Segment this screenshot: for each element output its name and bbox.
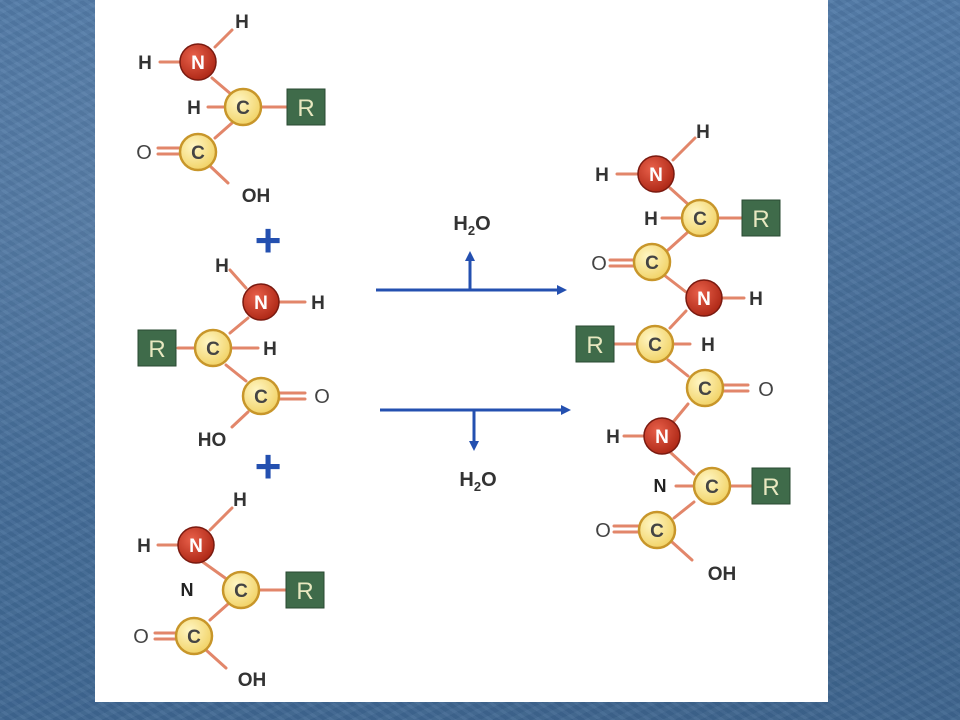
amino-acid-3: H H N N C R C O OH — [133, 490, 325, 691]
carbon-atom — [685, 368, 725, 408]
nitrogen-label: N — [181, 580, 194, 600]
hydrogen-label: H — [311, 293, 325, 314]
hydroxyl-label: HO — [198, 430, 227, 451]
hydrogen-label: H — [696, 122, 710, 143]
hydrogen-label: H — [749, 289, 763, 310]
hydrogen-label: H — [137, 536, 151, 557]
r-group-box — [286, 88, 326, 126]
hydrogen-label: H — [187, 98, 201, 119]
carbon-label: C — [645, 253, 659, 274]
hydrogen-label: H — [138, 53, 152, 74]
nitrogen-label: N — [191, 53, 205, 74]
r-group-label: R — [752, 206, 769, 233]
reaction-arrow-top: H2O — [376, 213, 567, 295]
r-group-label: R — [762, 474, 779, 501]
carbon-atom — [221, 570, 261, 610]
nitrogen-label: N — [254, 293, 268, 314]
nitrogen-atom — [643, 417, 681, 455]
amino-acid-2: H N H R C H C O HO — [137, 256, 330, 451]
nitrogen-atom — [637, 155, 675, 193]
nitrogen-atom — [242, 283, 280, 321]
carbon-atom — [178, 132, 218, 172]
r-group-label: R — [297, 95, 314, 122]
carbon-atom — [680, 198, 720, 238]
r-group-label: R — [148, 336, 165, 363]
hydrogen-label: H — [263, 339, 277, 360]
carbon-atom — [637, 510, 677, 550]
carbon-label: C — [648, 335, 662, 356]
hydroxyl-label: OH — [242, 186, 271, 207]
reaction-arrow-bottom: H2O — [380, 405, 571, 494]
hydroxyl-label: OH — [238, 670, 267, 691]
hydrogen-label: H — [233, 490, 247, 511]
carbon-label: C — [236, 98, 250, 119]
nitrogen-atom — [179, 43, 217, 81]
carbon-atom — [223, 87, 263, 127]
oxygen-label: O — [595, 520, 611, 542]
carbon-label: C — [693, 209, 707, 230]
carbon-atom — [692, 466, 732, 506]
hydrogen-label: H — [215, 256, 229, 277]
oxygen-label: O — [133, 626, 149, 648]
r-group-label: R — [586, 332, 603, 359]
nitrogen-label: N — [654, 476, 667, 496]
nitrogen-label: N — [189, 536, 203, 557]
hydrogen-label: H — [644, 209, 658, 230]
carbon-label: C — [187, 627, 201, 648]
carbon-atom — [635, 324, 675, 364]
plus-sign: + — [255, 214, 282, 266]
nitrogen-atom — [685, 279, 723, 317]
r-group-box — [285, 571, 325, 609]
oxygen-label: O — [591, 253, 607, 275]
nitrogen-label: N — [649, 165, 663, 186]
r-group-box — [751, 467, 791, 505]
carbon-label: C — [254, 387, 268, 408]
hydrogen-label: H — [606, 427, 620, 448]
water-label: H2O — [459, 469, 496, 494]
r-group-box — [575, 325, 615, 363]
r-group-box — [137, 329, 177, 367]
carbon-label: C — [705, 477, 719, 498]
carbon-atom — [632, 242, 672, 282]
hydroxyl-label: OH — [708, 564, 737, 585]
nitrogen-atom — [177, 526, 215, 564]
carbon-label: C — [650, 521, 664, 542]
hydrogen-label: H — [595, 165, 609, 186]
nitrogen-label: N — [697, 289, 711, 310]
carbon-atom — [193, 328, 233, 368]
carbon-atom — [174, 616, 214, 656]
hydrogen-label: H — [235, 12, 249, 33]
nitrogen-label: N — [655, 427, 669, 448]
carbon-label: C — [191, 143, 205, 164]
carbon-label: C — [234, 581, 248, 602]
bonds — [153, 28, 754, 670]
plus-sign: + — [255, 440, 282, 492]
r-group-box — [741, 199, 781, 237]
carbon-atom — [241, 376, 281, 416]
carbon-label: C — [206, 339, 220, 360]
oxygen-label: O — [758, 379, 774, 401]
hydrogen-label: H — [701, 335, 715, 356]
amino-acid-1: N H H C H R C O OH — [136, 12, 326, 207]
carbon-label: C — [698, 379, 712, 400]
oxygen-label: O — [314, 386, 330, 408]
oxygen-label: O — [136, 142, 152, 164]
tripeptide-product: H H N H C R O C N H R C H C O H N N C R … — [575, 122, 791, 585]
water-label: H2O — [453, 213, 490, 238]
r-group-label: R — [296, 578, 313, 605]
